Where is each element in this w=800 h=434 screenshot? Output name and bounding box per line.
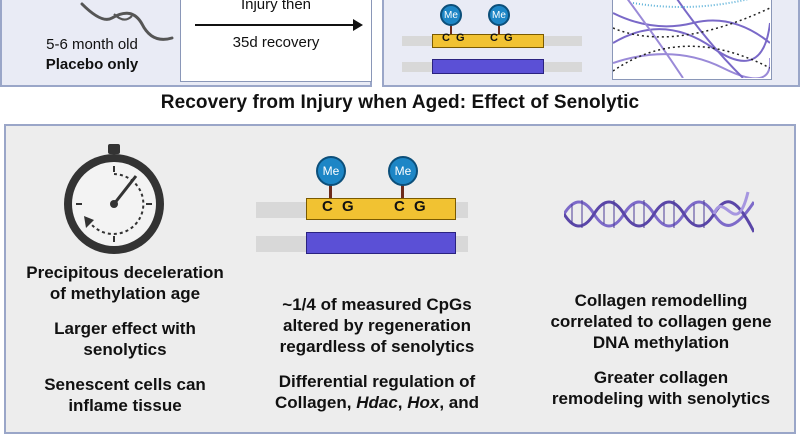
cpg-g: G <box>456 32 465 44</box>
cpg-region <box>306 198 456 220</box>
col2-text: ~1/4 of measured CpGs altered by regener… <box>274 295 480 412</box>
cpg-c: C <box>442 32 450 44</box>
methylation-mini-box: Me Me C G C G <box>390 0 598 80</box>
cpg-c: C <box>322 198 333 215</box>
cpg-c: C <box>394 198 405 215</box>
collagen-fiber-network-icon <box>613 0 770 78</box>
cpg-region <box>432 34 544 48</box>
mouse-age-label: 5-6 month old <box>46 36 138 53</box>
methyl-group-icon: Me <box>488 4 510 26</box>
col1-text: Precipitous deceleration of methylation … <box>26 263 224 415</box>
cpg-g: G <box>414 198 426 215</box>
clock-icon <box>64 144 164 254</box>
arrow-label-2: 35d recovery <box>232 34 320 51</box>
arrow-box: Injury then 35d recovery <box>180 0 372 82</box>
dna-blue-strand <box>306 232 456 254</box>
right-arrow-icon <box>195 19 363 31</box>
cpg-g: G <box>342 198 354 215</box>
methyl-group-icon: Me <box>388 156 418 186</box>
collagen-helix-icon <box>564 191 754 233</box>
section-title: Recovery from Injury when Aged: Effect o… <box>160 92 640 113</box>
dna-blue-strand <box>432 59 544 74</box>
cpg-c: C <box>490 32 498 44</box>
mouse-tail-icon <box>80 2 174 41</box>
top-right-panel: Me Me C G C G <box>382 0 800 87</box>
cpg-g: G <box>504 32 513 44</box>
arrow-label-1: Injury then <box>240 0 312 13</box>
top-left-panel: 5-6 month old Placebo only Injury then 3… <box>0 0 372 87</box>
fiber-box <box>612 0 772 80</box>
methyl-group-icon: Me <box>440 4 462 26</box>
col3-text: Collagen remodelling correlated to colla… <box>550 291 772 408</box>
placebo-label: Placebo only <box>45 56 139 73</box>
main-panel: Precipitous deceleration of methylation … <box>4 124 796 434</box>
methylation-diagram: Me Me C G C G <box>256 146 526 256</box>
methyl-group-icon: Me <box>316 156 346 186</box>
